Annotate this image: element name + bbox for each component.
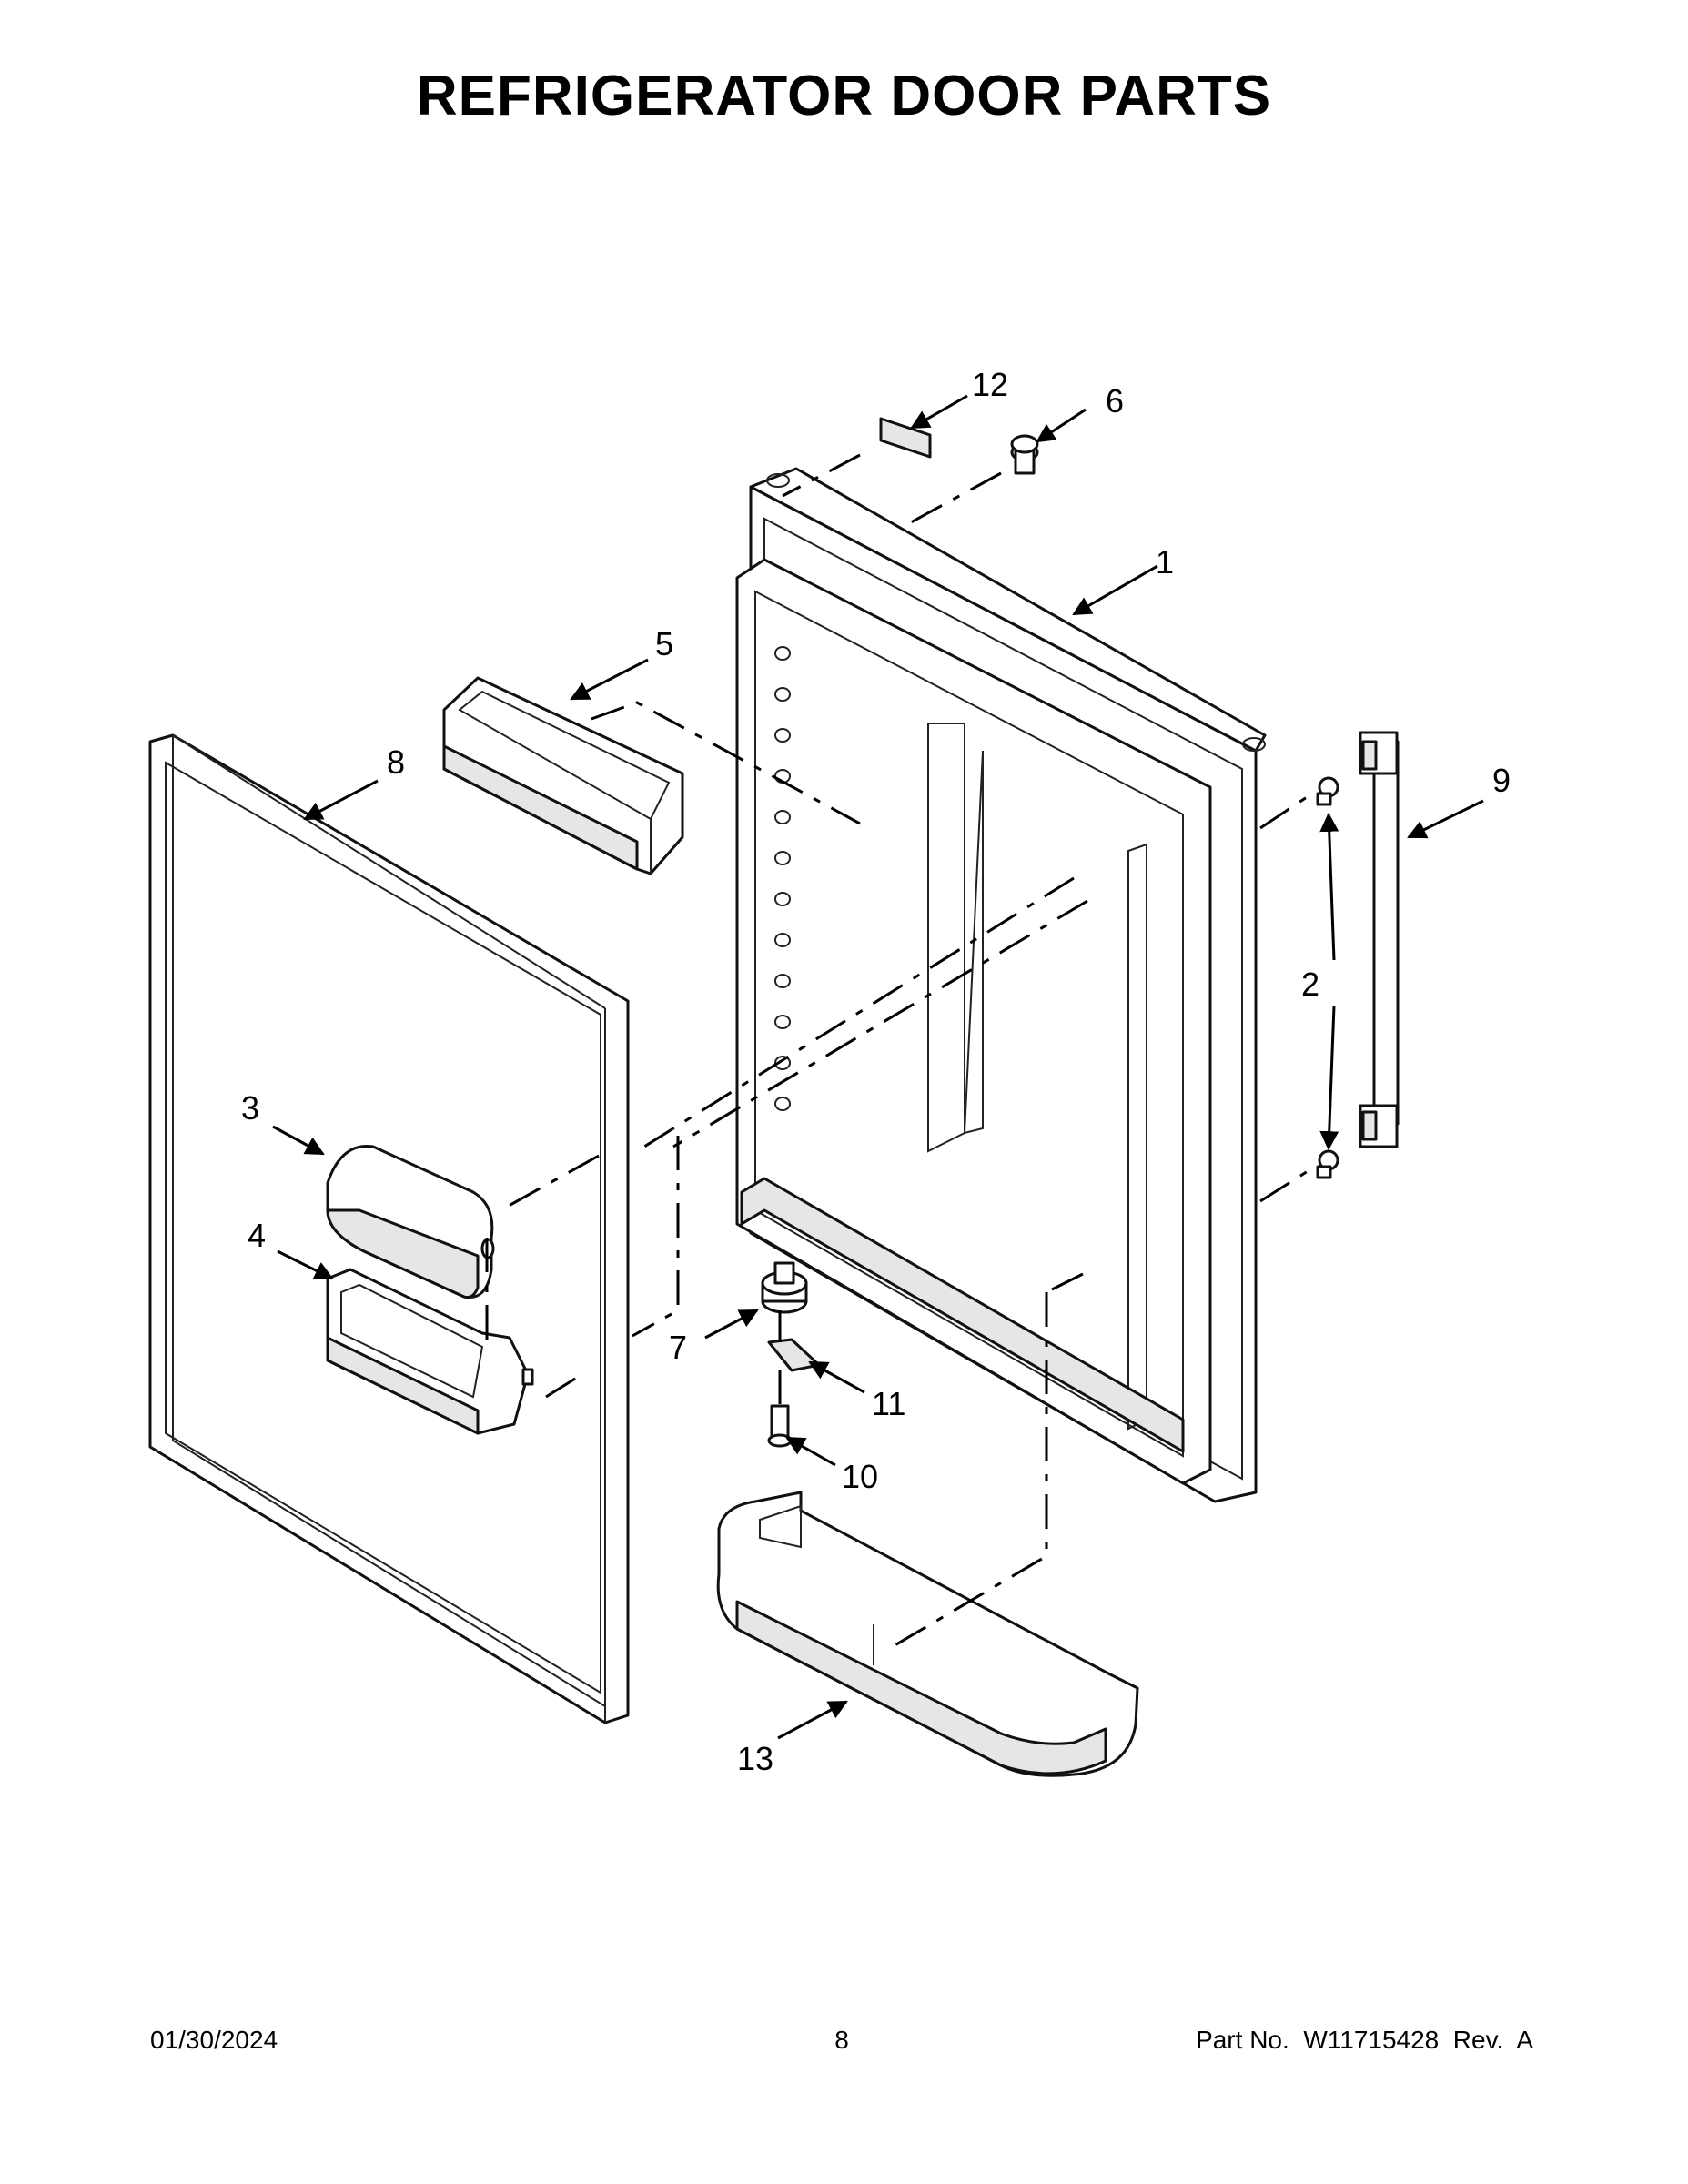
callout-12: 12 <box>972 366 1008 403</box>
bin-part-4 <box>326 1268 534 1435</box>
page-title: REFRIGERATOR DOOR PARTS <box>416 65 1272 127</box>
hinge-shim <box>767 1338 821 1372</box>
shelf-rail-nubs <box>774 646 791 1111</box>
callout-arrows <box>272 394 1484 1740</box>
alignment-lines <box>485 453 1316 1649</box>
callout-3: 3 <box>241 1089 259 1127</box>
footer-part-number: Part No. W11715428 Rev. A <box>1196 2026 1533 2054</box>
label-part <box>879 417 932 459</box>
footer-date: 01/30/2024 <box>150 2026 278 2054</box>
hinge-assembly <box>761 1261 821 1448</box>
callout-labels: 1 2 3 4 5 6 7 8 9 10 11 12 13 <box>241 366 1511 1777</box>
callout-8: 8 <box>387 743 405 781</box>
door-handle <box>1316 731 1400 1179</box>
handle-screw-bottom <box>1316 1149 1339 1179</box>
door-bin-upper <box>442 676 684 875</box>
door-liner-frame <box>735 467 1267 1503</box>
callout-11: 11 <box>872 1385 905 1422</box>
callout-6: 6 <box>1106 382 1124 420</box>
callout-13: 13 <box>737 1740 773 1777</box>
callout-2: 2 <box>1301 966 1319 1003</box>
door-bin-lower <box>716 1491 1139 1777</box>
callout-1: 1 <box>1156 543 1174 581</box>
screw-part-6 <box>1010 434 1039 475</box>
callout-10: 10 <box>842 1458 878 1495</box>
callout-4: 4 <box>248 1217 266 1254</box>
bin-cover-part-3 <box>326 1145 495 1299</box>
hinge-screw <box>767 1404 793 1448</box>
handle-screw-top <box>1316 776 1339 806</box>
footer-page-number: 8 <box>834 2026 849 2054</box>
callout-9: 9 <box>1492 762 1511 799</box>
callout-7: 7 <box>669 1329 687 1366</box>
callout-5: 5 <box>655 625 673 662</box>
